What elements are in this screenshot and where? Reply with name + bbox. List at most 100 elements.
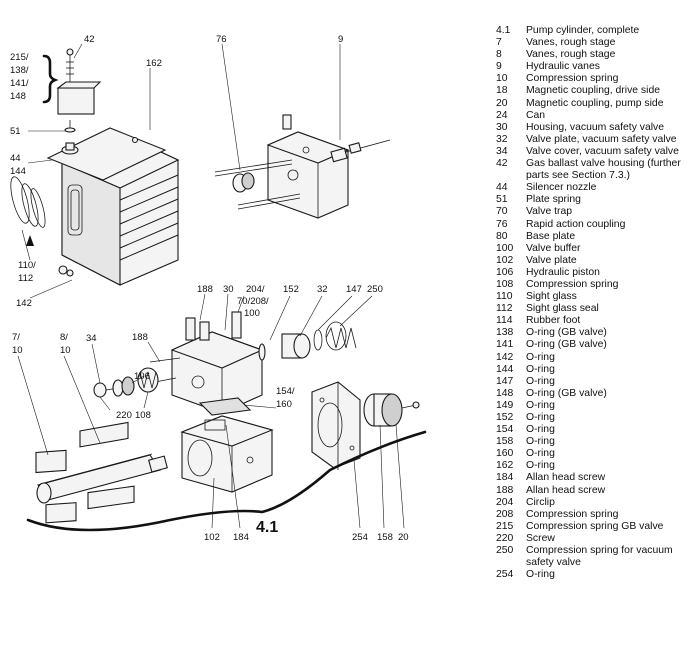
callout-30: 30: [223, 284, 234, 295]
bracket-gb-valve-parts: [42, 54, 59, 104]
legend-item-number: 148: [496, 387, 514, 399]
legend-item-text: Pump cylinder, complete: [526, 25, 640, 36]
legend-item-text: O-ring: [526, 424, 555, 436]
legend-item-text: Screw: [526, 532, 555, 544]
legend-item-number: 147: [496, 375, 514, 387]
legend-item-number: 160: [496, 448, 514, 460]
legend-item: 70 Valve trap: [496, 206, 696, 218]
legend-item-number: 51: [496, 194, 508, 206]
safety-valve-stack: [258, 321, 357, 361]
legend-item-number: 158: [496, 436, 514, 448]
legend-item-text: O-ring (GB valve): [526, 327, 607, 339]
legend-item-text: O-ring: [526, 569, 555, 581]
legend-item-text: O-ring: [526, 460, 555, 472]
legend-item-text: Rapid action coupling: [526, 218, 626, 230]
assembly-label-4-1: 4.1: [256, 519, 278, 536]
legend-item-number: 142: [496, 351, 514, 363]
legend-item-number: 24: [496, 109, 508, 121]
callout-188-top: 188: [197, 284, 213, 295]
callout-44: 44: [10, 153, 21, 164]
callout-10-left: 10: [12, 345, 23, 356]
legend-item-number: 152: [496, 412, 514, 423]
callout-204: 204/: [246, 284, 265, 295]
callout-34: 34: [86, 333, 97, 344]
legend-item-number: 42: [496, 158, 508, 170]
callout-144: 144: [10, 166, 26, 177]
legend-item-number: 188: [496, 484, 514, 496]
legend-item-number: 220: [496, 532, 514, 544]
legend-item: 34 Valve cover, vacuum safety valve: [496, 146, 696, 158]
base-plate: [311, 381, 361, 470]
callout-220: 220: [116, 410, 132, 421]
callout-147: 147: [346, 284, 362, 295]
callout-100: 100: [244, 308, 260, 319]
hydraulic-block: [214, 114, 391, 219]
callout-51: 51: [10, 126, 21, 137]
callout-70-208: 70/208/: [237, 296, 269, 307]
legend-item-text: O-ring: [526, 436, 555, 448]
legend-item-number: 20: [496, 97, 508, 109]
rotor: [36, 453, 168, 504]
legend-item-number: 70: [496, 206, 508, 218]
legend-item-number: 34: [496, 145, 508, 157]
legend-item-number: 8: [496, 49, 502, 61]
callout-7: 7/: [12, 332, 20, 343]
leader-lines: [17, 43, 405, 529]
legend-item-text: O-ring (GB valve): [526, 387, 607, 399]
legend-item-text: Compression spring: [526, 278, 619, 290]
callout-102: 102: [204, 532, 220, 543]
legend-item-text: Magnetic coupling, pump side: [526, 97, 664, 109]
callout-250: 250: [367, 284, 383, 295]
legend-item-text: Valve trap: [526, 206, 573, 218]
legend-item-text: Valve cover, vacuum safety valve: [526, 145, 679, 157]
legend-item-text: O-ring: [526, 399, 555, 411]
hydraulic-piston-parts: [93, 367, 159, 398]
legend-item-text: Vanes, rough stage: [526, 49, 616, 61]
vacuum-safety-valve-housing: [149, 311, 264, 414]
gas-ballast-valve: [56, 48, 102, 133]
callout-254: 254: [352, 532, 368, 543]
legend-item: 20 Magnetic coupling, pump side: [496, 98, 696, 110]
callout-160: 160: [276, 399, 292, 410]
legend-item-text: O-ring: [526, 448, 555, 460]
legend-item-text: Circlip: [526, 496, 555, 508]
callout-20: 20: [398, 532, 409, 543]
legend-item-number: 138: [496, 327, 514, 339]
legend-item-text: O-ring: [526, 363, 555, 375]
legend-item-text: Sight glass: [526, 291, 577, 303]
vanes: [35, 421, 135, 524]
exploded-view-drawing: 42 76 9 162 215/ 138/ 141/ 148 51 44 144…: [10, 34, 427, 543]
legend-item-number: 208: [496, 508, 514, 520]
callout-108: 108: [135, 410, 151, 421]
callout-76: 76: [216, 34, 227, 45]
legend-item-number: 100: [496, 242, 514, 254]
legend-item-text: O-ring: [526, 351, 555, 363]
legend-item-text: Magnetic coupling, drive side: [526, 85, 660, 97]
callout-148: 148: [10, 91, 26, 102]
callout-215: 215/: [10, 52, 29, 63]
legend-item-number: 154: [496, 424, 514, 436]
callout-142: 142: [16, 298, 32, 309]
legend-item-number: 32: [496, 133, 508, 145]
callout-8: 8/: [60, 332, 68, 343]
callout-110: 110/: [18, 260, 36, 271]
